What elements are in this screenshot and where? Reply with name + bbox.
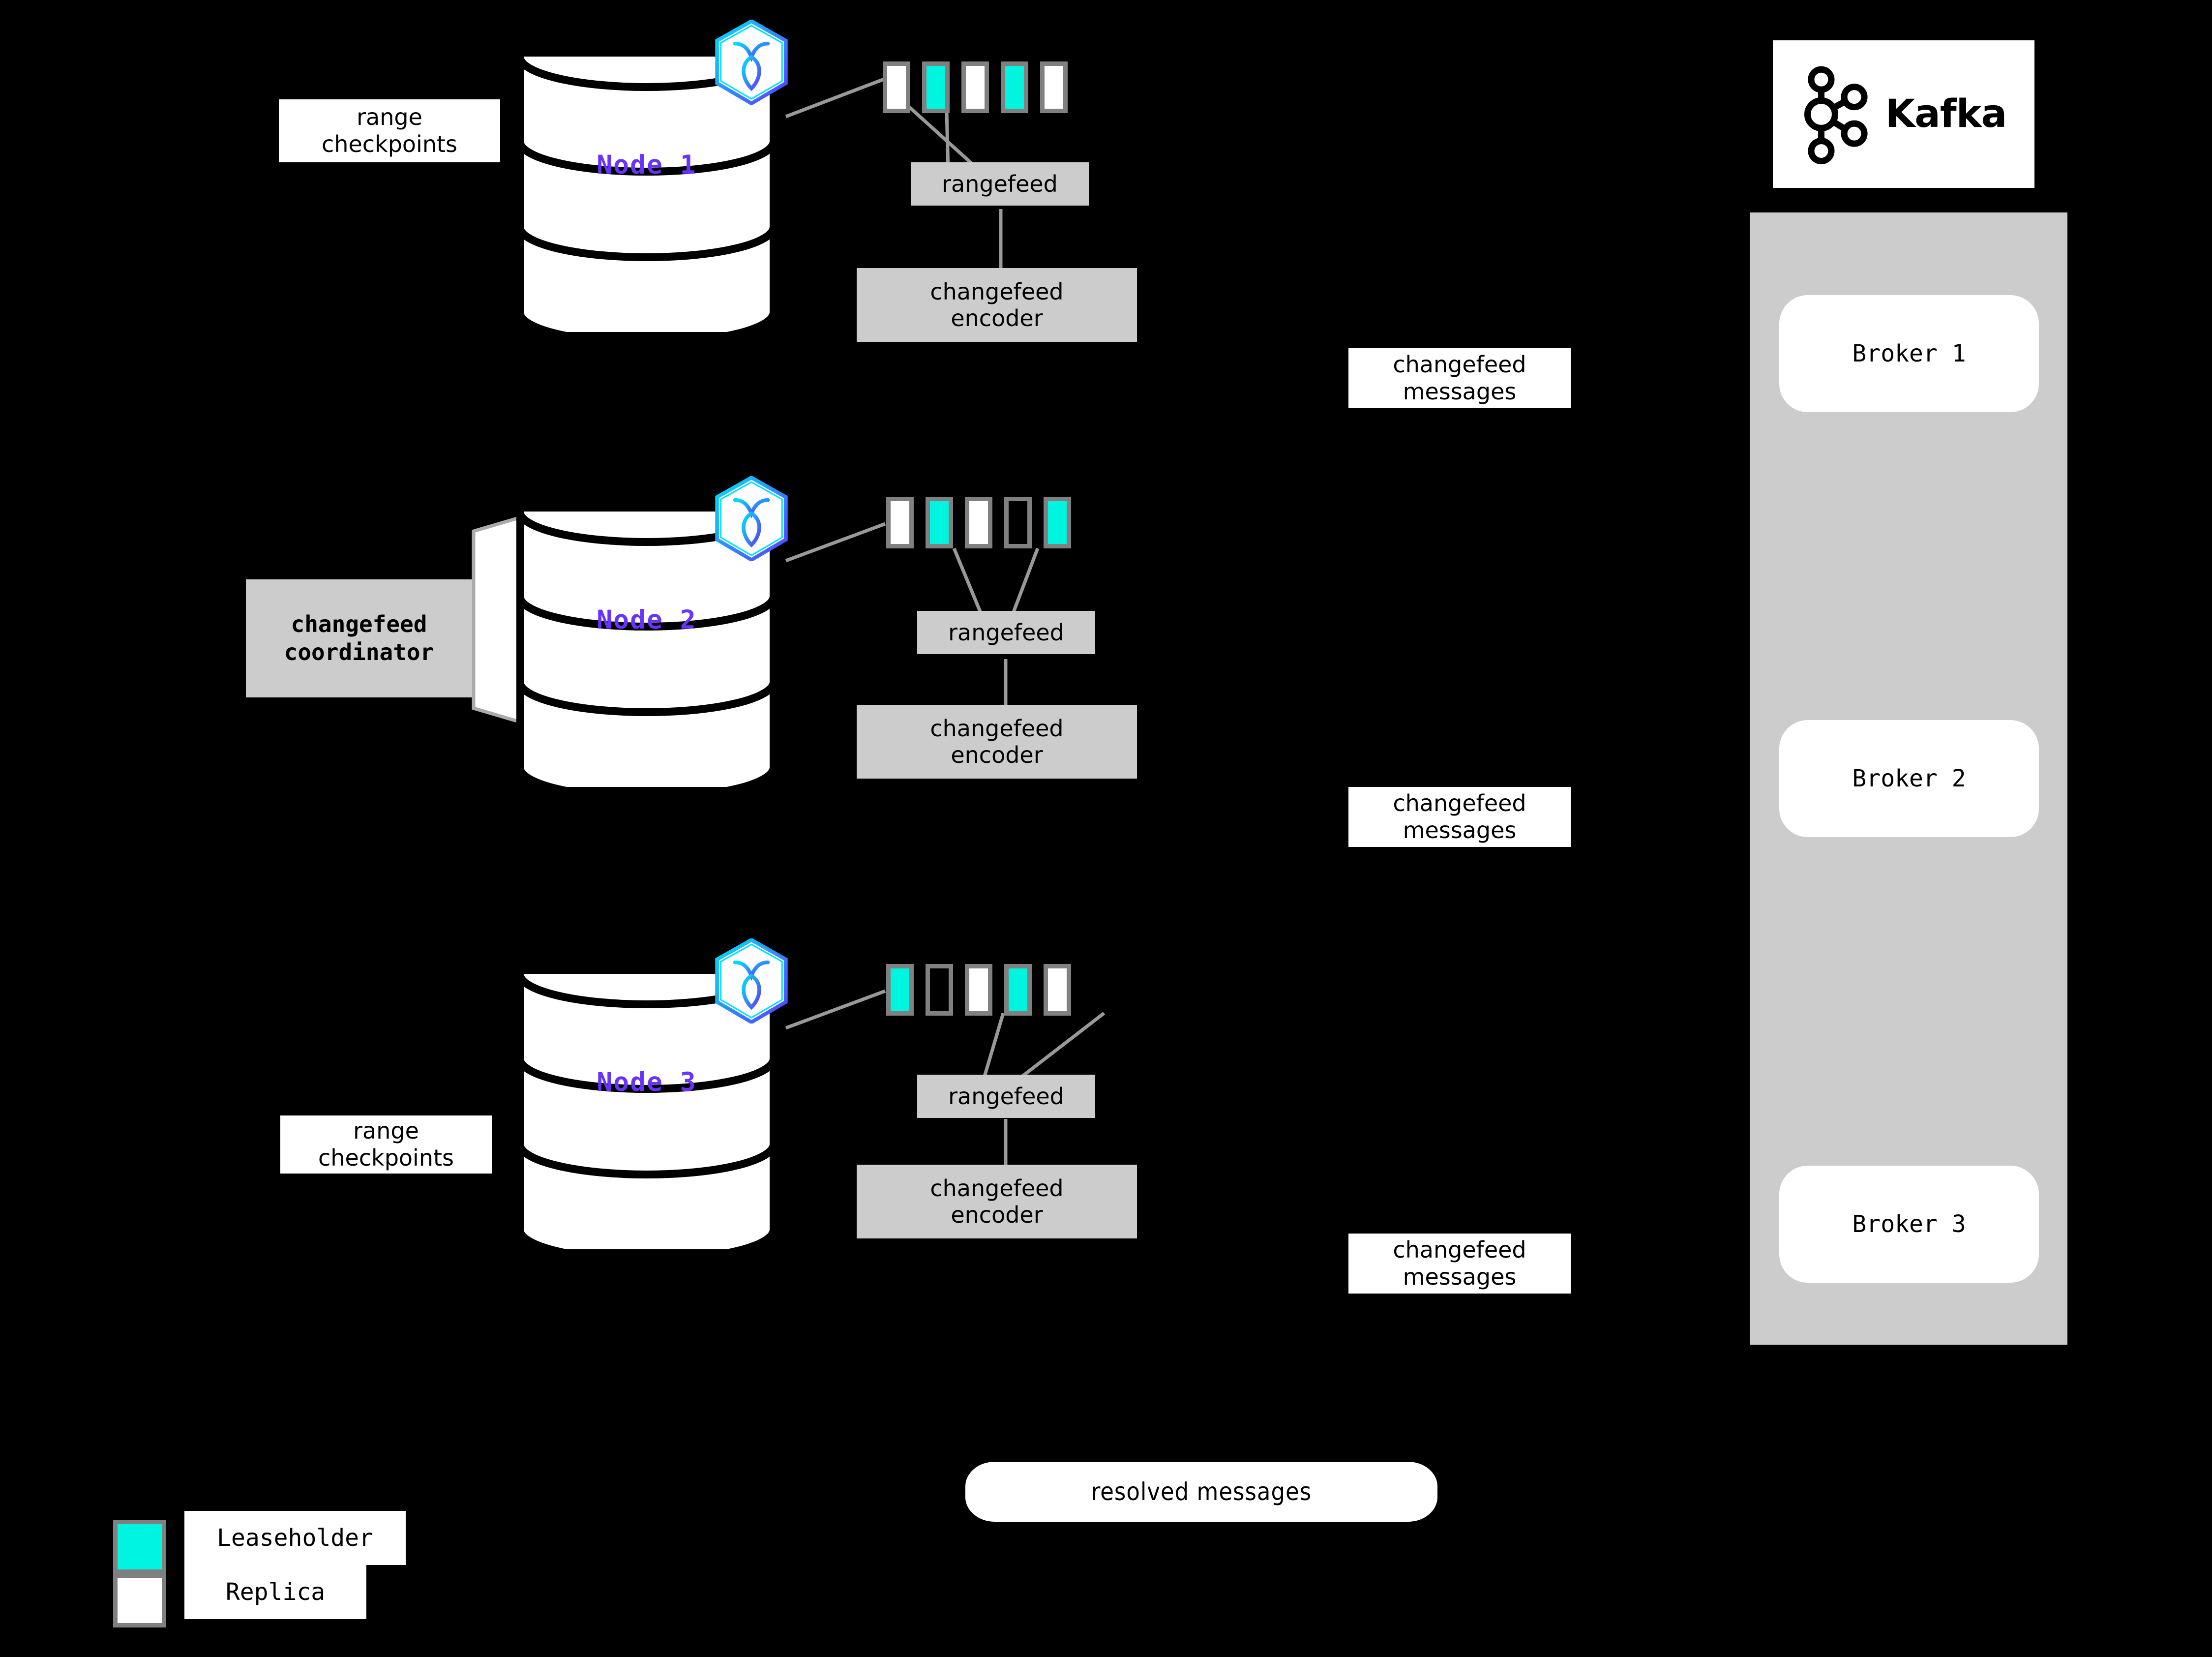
range-box[interactable] bbox=[883, 61, 910, 113]
range-box[interactable] bbox=[1004, 964, 1032, 1016]
cockroachdb-hex-icon bbox=[714, 19, 789, 106]
legend-swatch-leaseholder bbox=[113, 1520, 166, 1574]
node-2-ranges bbox=[886, 497, 1071, 548]
range-box[interactable] bbox=[922, 61, 950, 113]
cockroachdb-hex-icon bbox=[714, 937, 789, 1024]
legend-label-leaseholder: Leaseholder bbox=[184, 1511, 406, 1565]
node-3-ranges bbox=[886, 964, 1071, 1016]
broker-1[interactable]: Broker 1 bbox=[1779, 295, 2039, 412]
changefeed-coordinator-label: changefeed coordinator bbox=[284, 610, 434, 666]
range-box[interactable] bbox=[926, 497, 953, 548]
changefeed-encoder-box-node-2[interactable]: changefeed encoder bbox=[857, 705, 1137, 779]
changefeed-encoder-label: changefeed encoder bbox=[930, 715, 1064, 768]
resolved-messages-pill[interactable]: resolved messages bbox=[965, 1462, 1437, 1522]
range-box[interactable] bbox=[961, 61, 989, 113]
cockroachdb-hex-icon bbox=[714, 475, 789, 562]
range-box[interactable] bbox=[965, 497, 992, 548]
broker-label: Broker 1 bbox=[1852, 340, 1966, 367]
kafka-wordmark: Kafka bbox=[1885, 92, 2007, 136]
rangefeed-box-node-2[interactable]: rangefeed bbox=[917, 611, 1095, 654]
range-box[interactable] bbox=[1044, 497, 1071, 548]
kafka-logo-box: Kafka bbox=[1773, 40, 2034, 188]
broker-2[interactable]: Broker 2 bbox=[1779, 720, 2039, 837]
range-checkpoints-text: range checkpoints bbox=[322, 103, 457, 157]
range-box[interactable] bbox=[1001, 61, 1028, 113]
legend-label-replica: Replica bbox=[184, 1565, 366, 1619]
changefeed-messages-label-2: changefeed messages bbox=[1348, 787, 1571, 847]
changefeed-messages-text: changefeed messages bbox=[1393, 789, 1526, 844]
legend-text: Replica bbox=[225, 1578, 326, 1606]
changefeed-encoder-box-node-1[interactable]: changefeed encoder bbox=[857, 268, 1137, 342]
broker-label: Broker 3 bbox=[1852, 1210, 1966, 1238]
rangefeed-box-node-1[interactable]: rangefeed bbox=[911, 162, 1089, 206]
range-checkpoints-label-node-3: range checkpoints bbox=[280, 1115, 492, 1174]
changefeed-encoder-box-node-3[interactable]: changefeed encoder bbox=[857, 1165, 1137, 1238]
node-3-cylinder: Node 3 bbox=[516, 944, 777, 1249]
range-checkpoints-label-node-1: range checkpoints bbox=[279, 99, 500, 162]
range-box[interactable] bbox=[886, 964, 914, 1016]
node-1-ranges bbox=[883, 61, 1068, 113]
range-box[interactable] bbox=[926, 964, 953, 1016]
resolved-messages-label: resolved messages bbox=[1091, 1477, 1312, 1506]
changefeed-encoder-label: changefeed encoder bbox=[930, 278, 1064, 331]
rangefeed-box-node-3[interactable]: rangefeed bbox=[917, 1075, 1095, 1118]
changefeed-messages-label-3: changefeed messages bbox=[1348, 1234, 1571, 1294]
node-2-label: Node 2 bbox=[597, 605, 697, 635]
range-box[interactable] bbox=[886, 497, 914, 548]
rangefeed-label: rangefeed bbox=[948, 619, 1064, 646]
range-box[interactable] bbox=[965, 964, 992, 1016]
kafka-broker-panel: Broker 1 Broker 2 Broker 3 bbox=[1750, 212, 2067, 1345]
changefeed-messages-label-1: changefeed messages bbox=[1348, 348, 1571, 408]
node-1-label: Node 1 bbox=[597, 150, 697, 180]
changefeed-encoder-label: changefeed encoder bbox=[930, 1175, 1064, 1228]
range-checkpoints-text: range checkpoints bbox=[318, 1117, 454, 1171]
changefeed-messages-text: changefeed messages bbox=[1393, 351, 1526, 405]
node-3-label: Node 3 bbox=[597, 1067, 697, 1097]
legend-text: Leaseholder bbox=[217, 1524, 373, 1552]
range-box[interactable] bbox=[1040, 61, 1068, 113]
changefeed-coordinator-box[interactable]: changefeed coordinator bbox=[246, 579, 472, 697]
broker-3[interactable]: Broker 3 bbox=[1779, 1166, 2039, 1283]
broker-label: Broker 2 bbox=[1852, 765, 1966, 792]
changefeed-messages-text: changefeed messages bbox=[1393, 1236, 1526, 1290]
range-box[interactable] bbox=[1004, 497, 1032, 548]
range-box[interactable] bbox=[1044, 964, 1071, 1016]
legend-swatch-replica bbox=[113, 1573, 166, 1627]
node-1-cylinder: Node 1 bbox=[516, 27, 777, 332]
rangefeed-label: rangefeed bbox=[942, 170, 1058, 197]
kafka-node-graph-icon bbox=[1804, 66, 1868, 164]
rangefeed-label: rangefeed bbox=[948, 1083, 1064, 1110]
